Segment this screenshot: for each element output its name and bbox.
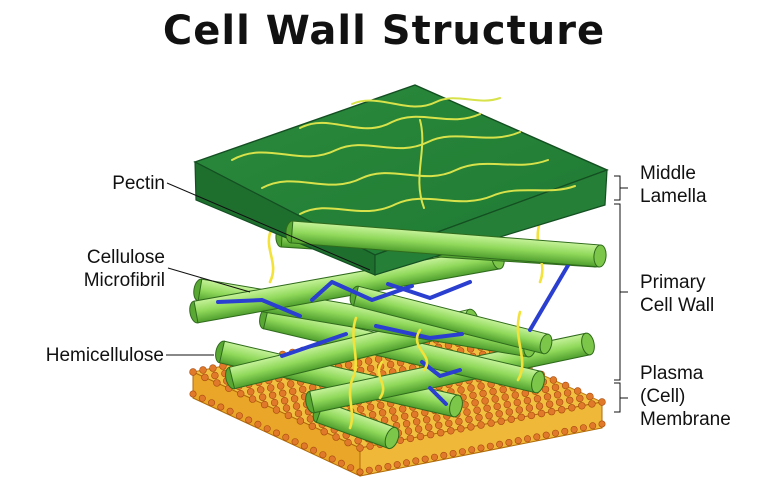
leader-lines [166,175,628,413]
label-primary-line1: Primary [640,272,706,293]
label-cellulose-line2: Microfibril [83,270,165,291]
label-plasma-line2: (Cell) [640,386,686,407]
label-middle-line1: Middle [640,163,696,184]
label-plasma-membrane: Plasma (Cell) Membrane [640,362,731,431]
label-hemicellulose-text: Hemicellulose [45,345,164,366]
label-primary-line2: Cell Wall [640,295,715,316]
label-cellulose-line1: Cellulose [86,247,165,268]
label-middle-lamella: Middle Lamella [640,162,707,208]
diagram-title: Cell Wall Structure [162,8,606,54]
cellulose-microfibril [349,285,553,355]
label-hemicellulose: Hemicellulose [4,344,164,367]
label-middle-line2: Lamella [640,186,707,207]
pectin-fibers-in-lamella [231,97,576,215]
label-plasma-line3: Membrane [640,409,731,430]
label-plasma-line1: Plasma [640,363,704,384]
label-primary-cell-wall: Primary Cell Wall [640,271,714,317]
label-pectin: Pectin [60,172,165,195]
label-pectin-text: Pectin [112,173,165,194]
label-cellulose-microfibril: Cellulose Microfibril [30,246,165,292]
